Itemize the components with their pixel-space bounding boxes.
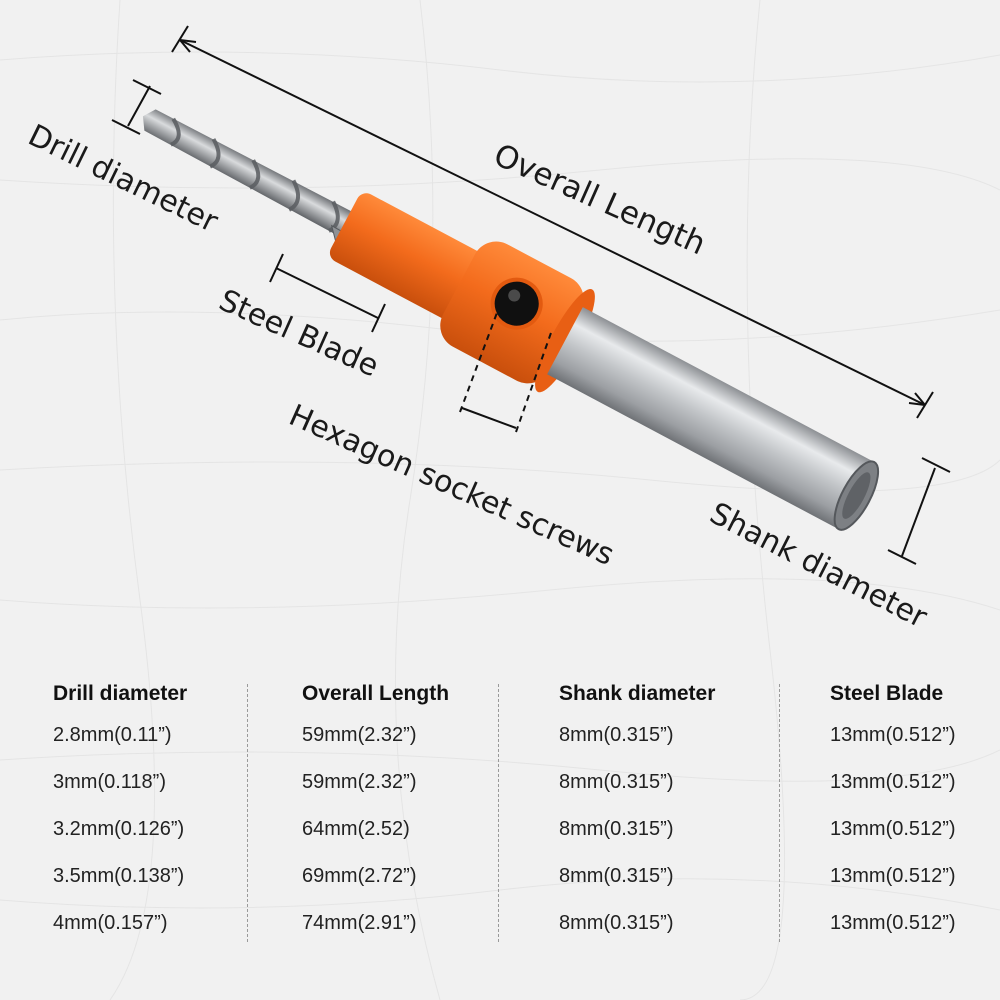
steel-blade-column: Steel Blade 13mm(0.512”) 13mm(0.512”) 13… xyxy=(830,676,956,966)
table-cell: 4mm(0.157”) xyxy=(53,912,168,934)
table-cell: 8mm(0.315”) xyxy=(559,724,674,746)
table-cell: 64mm(2.52) xyxy=(302,818,410,840)
table-cell: 13mm(0.512”) xyxy=(830,771,956,793)
column-divider xyxy=(247,684,248,942)
table-cell: 8mm(0.315”) xyxy=(559,912,674,934)
table-cell: 8mm(0.315”) xyxy=(559,771,674,793)
table-cell: 13mm(0.512”) xyxy=(830,865,956,887)
table-cell: 13mm(0.512”) xyxy=(830,818,956,840)
table-cell: 3mm(0.118”) xyxy=(53,771,166,793)
table-cell: 69mm(2.72”) xyxy=(302,865,417,887)
drill-bit xyxy=(142,109,880,531)
shank xyxy=(547,307,875,530)
table-cell: 2.8mm(0.11”) xyxy=(53,724,172,746)
table-cell: 13mm(0.512”) xyxy=(830,724,956,746)
column-divider xyxy=(498,684,499,942)
table-cell: 59mm(2.32”) xyxy=(302,771,417,793)
table-cell: 8mm(0.315”) xyxy=(559,818,674,840)
overall-length-column: Overall Length 59mm(2.32”) 59mm(2.32”) 6… xyxy=(302,676,449,966)
column-header: Drill diameter xyxy=(53,682,188,705)
table-cell: 74mm(2.91”) xyxy=(302,912,417,934)
hex-screw xyxy=(490,277,543,330)
table-cell: 3.2mm(0.126”) xyxy=(53,818,185,840)
spec-table: Drill diameter 2.8mm(0.11”) 3mm(0.118”) … xyxy=(0,660,1000,960)
shank-diameter-column: Shank diameter 8mm(0.315”) 8mm(0.315”) 8… xyxy=(559,676,715,966)
countersink-bit-illustration xyxy=(111,25,951,565)
drill-diameter-column: Drill diameter 2.8mm(0.11”) 3mm(0.118”) … xyxy=(53,676,187,966)
dimension-lines xyxy=(111,25,951,565)
table-cell: 8mm(0.315”) xyxy=(559,865,674,887)
column-header: Steel Blade xyxy=(830,682,944,705)
column-divider xyxy=(779,684,780,942)
column-header: Shank diameter xyxy=(559,682,716,705)
drill-tip xyxy=(142,109,360,241)
column-header: Overall Length xyxy=(302,682,450,705)
table-cell: 3.5mm(0.138”) xyxy=(53,865,185,887)
table-cell: 59mm(2.32”) xyxy=(302,724,417,746)
collar-front xyxy=(329,193,492,324)
table-cell: 13mm(0.512”) xyxy=(830,912,956,934)
